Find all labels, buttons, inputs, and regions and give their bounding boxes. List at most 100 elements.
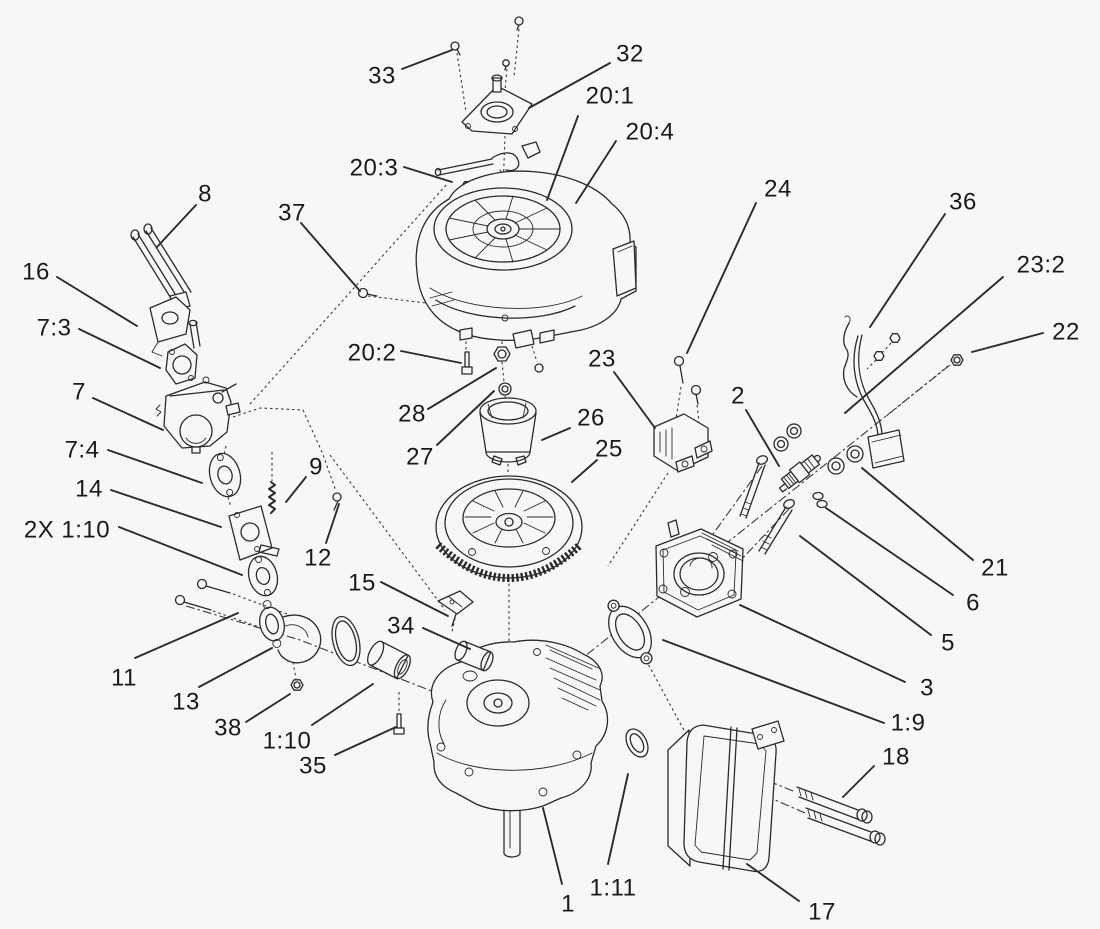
leader-line-26: [541, 427, 571, 441]
intake-manifold-art: [174, 555, 411, 735]
part-label-11: 11: [111, 665, 137, 692]
choke-rod-art: [130, 223, 201, 357]
ignition-coil-art: [653, 355, 713, 473]
part-label-27: 27: [406, 444, 434, 471]
leader-line-32: [528, 62, 611, 109]
leader-line-37: [300, 222, 361, 292]
leader-line-7-4: [107, 449, 203, 484]
leader-line-22: [971, 332, 1044, 353]
leader-line-16: [56, 276, 138, 327]
part-label-8: 8: [198, 181, 212, 208]
flywheel-art: [435, 475, 583, 582]
leader-line-8: [156, 204, 197, 248]
leader-line-20-4: [575, 140, 617, 204]
part-label-26: 26: [577, 405, 605, 432]
part-label-7-3: 7:3: [37, 315, 72, 342]
clamp-art: [437, 590, 494, 672]
leader-line-35: [334, 726, 397, 756]
part-label-9: 9: [309, 454, 323, 481]
part-label-21: 21: [981, 555, 1009, 582]
carb-gasket-art: [165, 343, 198, 385]
leader-line-36: [869, 213, 946, 328]
leader-line-28: [427, 367, 497, 410]
leader-line-20-2: [400, 350, 462, 364]
leader-line-2x-1-10: [118, 526, 243, 576]
leader-line-5: [799, 535, 932, 636]
part-label-32: 32: [616, 41, 644, 68]
part-label-20-2: 20:2: [348, 340, 397, 367]
part-label-20-1: 20:1: [586, 83, 635, 110]
part-label-7-4: 7:4: [65, 437, 100, 464]
leader-line-20-3: [403, 166, 453, 183]
leader-line-6: [825, 507, 954, 596]
leader-line-23-2: [844, 276, 1004, 414]
muffler-art: [667, 720, 886, 873]
leader-line-38: [245, 693, 291, 723]
leader-line-15: [380, 581, 449, 617]
part-label-23: 23: [588, 346, 616, 373]
leader-line-14: [110, 489, 222, 528]
part-label-16: 16: [22, 259, 50, 286]
leader-line-18: [842, 765, 875, 798]
leader-line-33: [401, 49, 453, 70]
carburetor-art: [155, 376, 241, 454]
muffler-bolts-art: [796, 786, 886, 846]
starter-cup-art: [479, 397, 537, 466]
leader-line-17: [746, 863, 800, 902]
part-label-20-3: 20:3: [350, 155, 399, 182]
part-label-1-11: 1:11: [590, 875, 637, 902]
part-label-2x-1-10: 2X 1:10: [24, 517, 110, 544]
leader-line-27: [436, 390, 495, 446]
part-label-14: 14: [75, 476, 103, 503]
part-label-3: 3: [920, 675, 934, 702]
part-label-15: 15: [348, 570, 376, 597]
part-label-6: 6: [966, 590, 980, 617]
leader-line-12: [325, 503, 340, 544]
part-label-36: 36: [949, 189, 977, 216]
part-label-35: 35: [299, 753, 327, 780]
leader-line-34: [422, 627, 471, 650]
heat-shield-art: [228, 481, 342, 561]
leader-line-23: [613, 371, 656, 429]
leader-line-3: [739, 604, 906, 683]
leader-line-1: [542, 807, 563, 885]
cylinder-head-art: [655, 519, 744, 618]
head-hardware-art: [739, 423, 864, 555]
spark-plug-art: [778, 454, 821, 493]
part-label-13: 13: [172, 689, 200, 716]
part-label-17: 17: [808, 899, 836, 926]
parts-artwork: [130, 16, 964, 873]
part-label-34: 34: [387, 613, 415, 640]
part-label-18: 18: [882, 744, 910, 771]
part-label-1-9: 1:9: [891, 710, 926, 737]
leader-lines: [56, 49, 1044, 902]
part-label-23-2: 23:2: [1017, 252, 1066, 279]
part-label-37: 37: [278, 200, 306, 227]
leader-line-1-9: [662, 639, 885, 724]
intake-gasket-art: [208, 452, 242, 498]
part-label-20-4: 20:4: [626, 119, 675, 146]
exhaust-gasket-art: [607, 599, 653, 758]
leader-line-11: [134, 612, 239, 659]
leader-line-24: [686, 202, 757, 354]
blower-housing-art: [415, 170, 637, 344]
part-label-7: 7: [72, 379, 86, 406]
part-label-24: 24: [764, 176, 792, 203]
part-label-38: 38: [214, 715, 242, 742]
part-label-25: 25: [595, 436, 623, 463]
leader-line-7: [92, 397, 164, 431]
bracket-16: [149, 296, 191, 343]
part-label-22: 22: [1052, 319, 1080, 346]
leader-line-25: [571, 459, 598, 483]
governor-arm-art: [842, 315, 964, 469]
part-label-1: 1: [561, 891, 575, 918]
leader-line-1-10: [311, 683, 374, 726]
leader-line-21: [861, 467, 974, 561]
leader-line-9: [285, 476, 307, 503]
leader-line-20-1: [546, 115, 579, 201]
leader-line-7-3: [78, 328, 161, 369]
housing-fasteners-art: [357, 287, 544, 396]
engine-block-art: [427, 639, 609, 858]
